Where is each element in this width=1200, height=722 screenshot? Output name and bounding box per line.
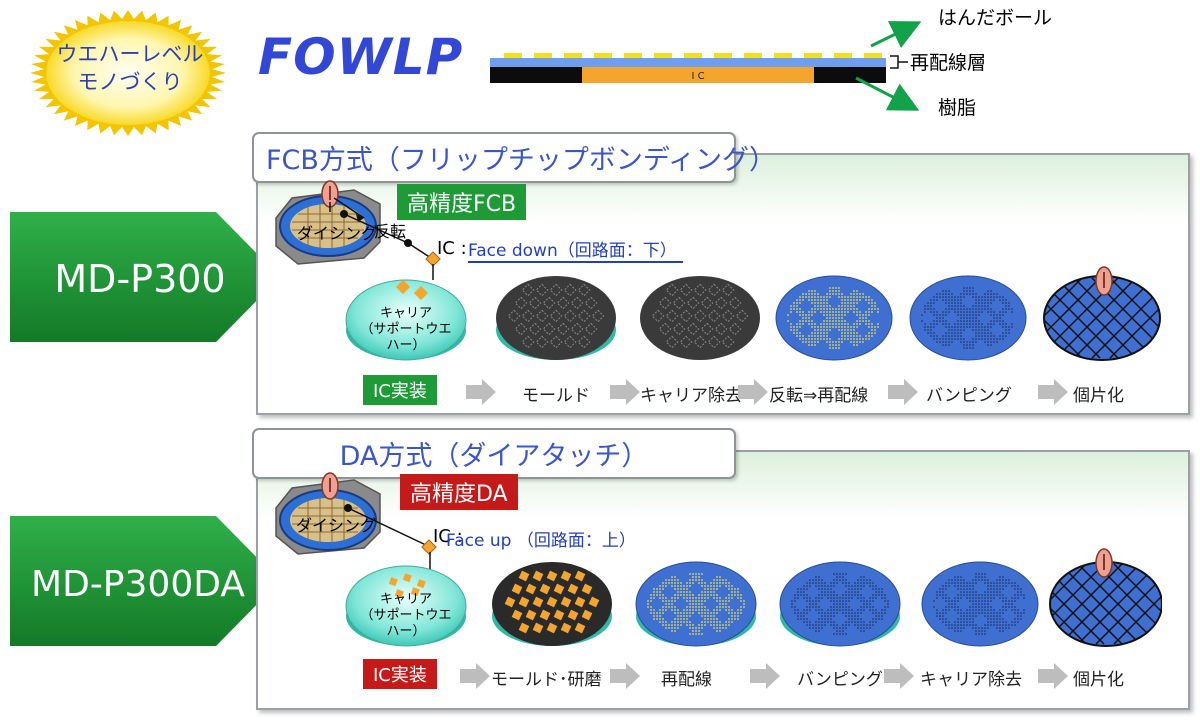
carrier-wafer-fcb (345, 279, 467, 361)
machine-ribbon-md-p300: MD-P300 (10, 212, 280, 342)
step-ic-mount-fcb: IC実装 (363, 375, 437, 405)
machine-label-md-p300: MD-P300 (54, 257, 225, 301)
step-singulation-da: 個片化 (1073, 670, 1124, 690)
carrier-label-da-line1: キャリア (379, 592, 432, 607)
ic-orientation-da: Face up （回路面：上） (446, 531, 636, 551)
dicing-label-fcb: ダイシング (297, 224, 378, 243)
dicing-blade-icon-da (1095, 548, 1113, 578)
starburst-line-1: ウエハーレベル (56, 42, 204, 66)
fcb-method-title: FCB方式（フリップチップボンディング） (252, 132, 776, 183)
carrier-removed-wafer-da (921, 561, 1039, 647)
rdl-wafer-da (635, 561, 757, 647)
step-rdl-da: 再配線 (661, 670, 712, 690)
fowlp-title: FOWLP (258, 28, 464, 86)
step-bumping-fcb: バンピング (926, 386, 1012, 406)
fowlp-cross-section-diagram: I C はんだボール 再配線層 樹脂 (490, 7, 1052, 119)
step-singulation-fcb: 個片化 (1073, 386, 1124, 406)
ic-die (582, 67, 814, 83)
fcb-wafer-sequence (345, 275, 1161, 361)
rdl-layer (490, 58, 886, 67)
ic-orientation-fcb: Face down（回路面：下） (468, 236, 683, 263)
rdl-wafer-fcb (775, 275, 893, 361)
dicing-blade-icon (1095, 266, 1113, 296)
step-carrier-remove-fcb: キャリア除去 (640, 386, 742, 406)
starburst-label: ウエハーレベル モノづくり (50, 40, 210, 96)
carrier-label-fcb: キャリア （サポートウエハー） (356, 306, 456, 354)
da-step-arrows (460, 663, 1068, 689)
fcb-step-arrows (466, 379, 1068, 405)
carrier-wafer-da (345, 565, 467, 647)
da-wafer-sequence (345, 561, 1162, 647)
step-carrier-remove-da: キャリア除去 (920, 670, 1022, 690)
diced-wafer-da (1049, 561, 1162, 647)
step-bumping-da: バンピング (797, 670, 883, 690)
molded-wafer-fcb (496, 276, 616, 360)
step-ic-mount-da: IC実装 (363, 659, 437, 689)
ic-label-fcb: IC : (437, 238, 467, 259)
legend-rdl: 再配線層 (910, 52, 986, 74)
bumped-wafer-fcb (909, 275, 1027, 361)
da-dicing-assembly (275, 472, 437, 590)
dicing-label-da: ダイシング (296, 516, 377, 535)
molded-wafer-da (492, 562, 612, 646)
mode-badge-fcb: 高精度FCB (397, 184, 527, 220)
wafer-level-starburst (30, 10, 226, 136)
fcb-dicing-assembly (275, 180, 441, 280)
ic-label-da: IC : (433, 526, 463, 547)
carrier-label-fcb-line1: キャリア (379, 306, 432, 321)
step-flip-rdl-fcb: 反転⇒再配線 (769, 386, 869, 406)
carrier-removed-wafer-fcb (640, 276, 760, 360)
legend-resin: 樹脂 (938, 97, 976, 119)
carrier-label-da-line2: （サポートウエハー） (360, 608, 452, 639)
starburst-line-2: モノづくり (77, 70, 183, 94)
legend-solder-ball: はんだボール (938, 7, 1052, 29)
flip-label: 反転 (374, 222, 407, 241)
mode-badge-da: 高精度DA (400, 474, 518, 510)
carrier-label-da: キャリア （サポートウエハー） (356, 592, 456, 640)
step-mold-fcb: モールド (522, 386, 590, 406)
ic-die-label: I C (691, 71, 704, 82)
solder-balls (504, 53, 882, 58)
machine-ribbon-md-p300da: MD-P300DA (10, 516, 280, 646)
carrier-label-fcb-line2: （サポートウエハー） (360, 322, 452, 353)
machine-label-md-p300da: MD-P300DA (31, 564, 245, 605)
bumped-wafer-da (779, 561, 901, 647)
step-mold-grind-da: モールド･研磨 (491, 670, 602, 690)
da-method-title: DA方式（ダイアタッチ） (252, 428, 736, 479)
